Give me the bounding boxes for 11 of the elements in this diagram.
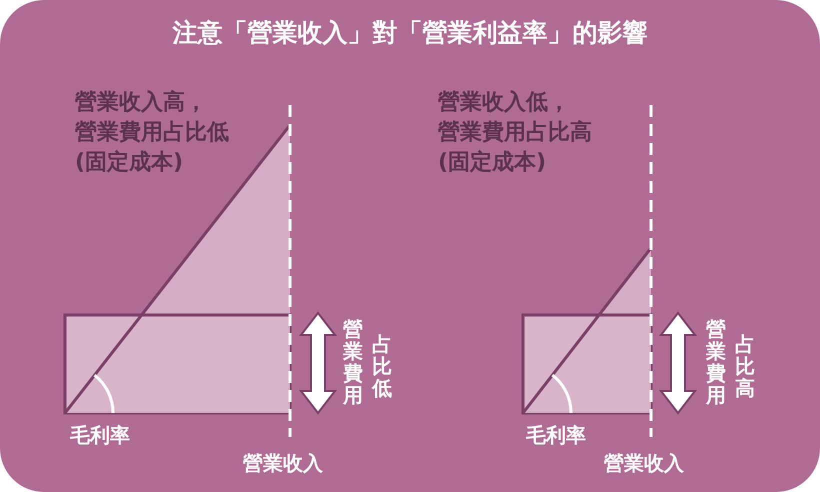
vertical-label: 占比高 [735,333,755,399]
vertical-label: 占比低 [372,333,392,399]
vertical-label: 營業費用 [343,318,363,406]
axis-label: 營業收入 [243,450,323,477]
vertical-label: 營業費用 [706,318,726,406]
angle-label: 毛利率 [70,422,130,449]
heading-note: 營業收入低，營業費用占比高(固定成本) [438,89,593,177]
title: 注意「營業收入」對「營業利益率」的影響 [171,17,648,49]
heading-note: 營業收入高，營業費用占比低(固定成本) [75,88,230,177]
axis-label: 營業收入 [604,450,684,477]
angle-label: 毛利率 [526,422,586,449]
